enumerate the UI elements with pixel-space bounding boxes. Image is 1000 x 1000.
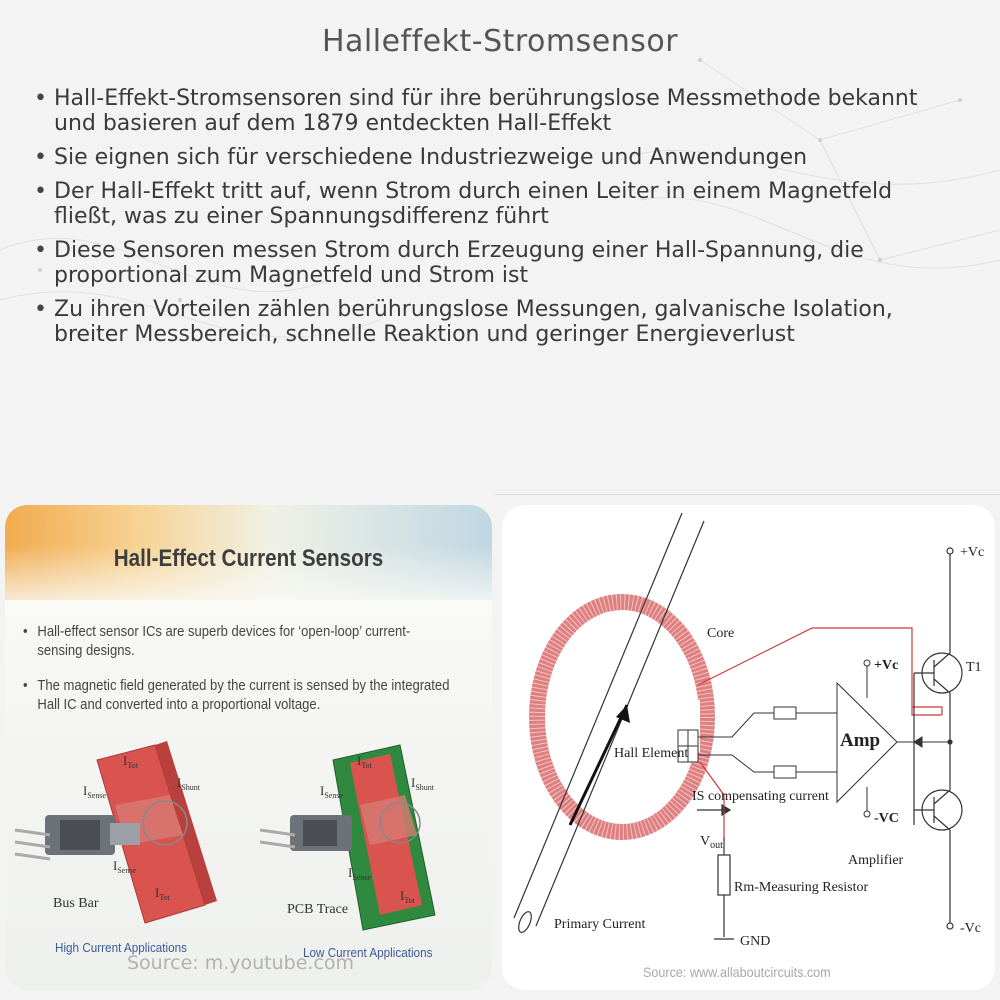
label-i-tot-3: ITot: [357, 753, 373, 770]
label-i-sense-2: ISense: [113, 858, 136, 875]
bullet-item: • Hall-Effekt-Stromsensoren sind für ihre…: [32, 86, 962, 136]
label-bus-bar: Bus Bar: [53, 896, 99, 911]
bullet-dot: •: [34, 179, 47, 204]
bus-bar-illustration: [14, 741, 217, 924]
label-i-shunt: IShunt: [177, 775, 201, 792]
circuit-image: Core Hall Element +Vc -VC Amp Amplifier …: [502, 505, 995, 990]
slide-bullet-text: The magnetic field generated by the curr…: [37, 678, 450, 713]
source-left: Source: m.youtube.com: [127, 952, 355, 974]
slide-bullet: • Hall-effect sensor ICs are superb devic…: [23, 623, 451, 661]
label-vout: Vout: [700, 834, 723, 851]
caption-high-current: High Current Applications: [55, 940, 188, 955]
label-t1: T1: [966, 660, 982, 675]
sensor-illustrations: ISense ITot IShunt ISense ITot Bus Bar I…: [14, 741, 436, 931]
bullet-dot: •: [34, 86, 47, 111]
primary-conductor: [513, 512, 705, 933]
label-i-sense-3: ISense: [320, 783, 343, 800]
label-i-sense-4: ISense: [348, 865, 371, 882]
bullet-text: Hall-Effekt-Stromsensoren sind für ihre …: [54, 86, 918, 136]
bullet-item: • Der Hall-Effekt tritt auf, wenn Strom d…: [32, 179, 962, 229]
bullet-text: Zu ihren Vorteilen zählen berührungslose…: [54, 297, 893, 347]
bullet-item: • Zu ihren Vorteilen zählen berührungslos…: [32, 297, 962, 347]
page-title: Halleffekt-Stromsensor: [321, 24, 679, 59]
bullet-text: Der Hall-Effekt tritt auf, wenn Strom du…: [54, 179, 893, 229]
amp-input-wires: [698, 659, 952, 818]
label-minus-vc-amp: -VC: [874, 811, 899, 826]
label-i-tot-4: ITot: [400, 888, 416, 905]
bullet-dot: •: [34, 297, 47, 322]
label-measuring-resistor: Rm-Measuring Resistor: [734, 880, 868, 895]
bullet-text: Sie eignen sich für verschiedene Industr…: [54, 145, 808, 170]
slide-bullet-dot: •: [23, 624, 28, 640]
bullet-item: • Sie eignen sich für verschiedene Indust…: [32, 145, 962, 170]
label-primary-current: Primary Current: [554, 917, 645, 932]
hall-element: [677, 729, 699, 763]
label-hall-element: Hall Element: [614, 746, 688, 761]
label-amp: Amp: [840, 730, 880, 751]
slide-bullet: • The magnetic field generated by the cur…: [23, 677, 451, 715]
bullet-dot: •: [34, 238, 47, 263]
label-i-tot: ITot: [123, 753, 139, 770]
label-i-shunt-2: IShunt: [411, 775, 435, 792]
slide-bullet-dot: •: [23, 678, 28, 694]
slide-gradient-fade: [5, 545, 492, 615]
resistor-return-wire: [699, 761, 725, 837]
pcb-trace-illustration: [259, 744, 436, 931]
slide-heading: Hall-Effect Current Sensors: [113, 545, 384, 572]
measuring-resistor-branch: [697, 803, 734, 940]
background-decoration: [0, 58, 1000, 338]
label-pcb-trace: PCB Trace: [287, 902, 348, 917]
slide-bullet-text: Hall-effect sensor ICs are superb device…: [37, 624, 411, 659]
label-minus-vc: -Vc: [960, 921, 981, 936]
label-i-tot-2: ITot: [155, 885, 171, 902]
circuit-diagram: Core Hall Element +Vc -VC Amp Amplifier …: [513, 512, 984, 949]
label-plus-vc: +Vc: [960, 545, 984, 560]
output-transistors: [913, 547, 963, 930]
label-core: Core: [707, 626, 734, 641]
slide-image: Hall-Effect Current Sensors • Hall-effect…: [5, 505, 492, 990]
bullet-list: • Hall-Effekt-Stromsensoren sind für ihre…: [32, 86, 962, 356]
compensation-winding-wire: [697, 627, 943, 716]
label-plus-vc-amp: +Vc: [874, 658, 898, 673]
label-i-sense: ISense: [83, 783, 106, 800]
caption-low-current: Low Current Applications: [303, 945, 433, 960]
bullet-item: • Diese Sensoren messen Strom durch Erzeu…: [32, 238, 962, 288]
label-gnd: GND: [740, 934, 770, 949]
label-is-current: IS compensating current: [692, 789, 829, 804]
divider: [495, 494, 1000, 495]
label-amplifier: Amplifier: [848, 853, 904, 868]
bullet-text: Diese Sensoren messen Strom durch Erzeug…: [54, 238, 864, 288]
source-right: Source: www.allaboutcircuits.com: [643, 964, 831, 980]
bullet-dot: •: [34, 145, 47, 170]
